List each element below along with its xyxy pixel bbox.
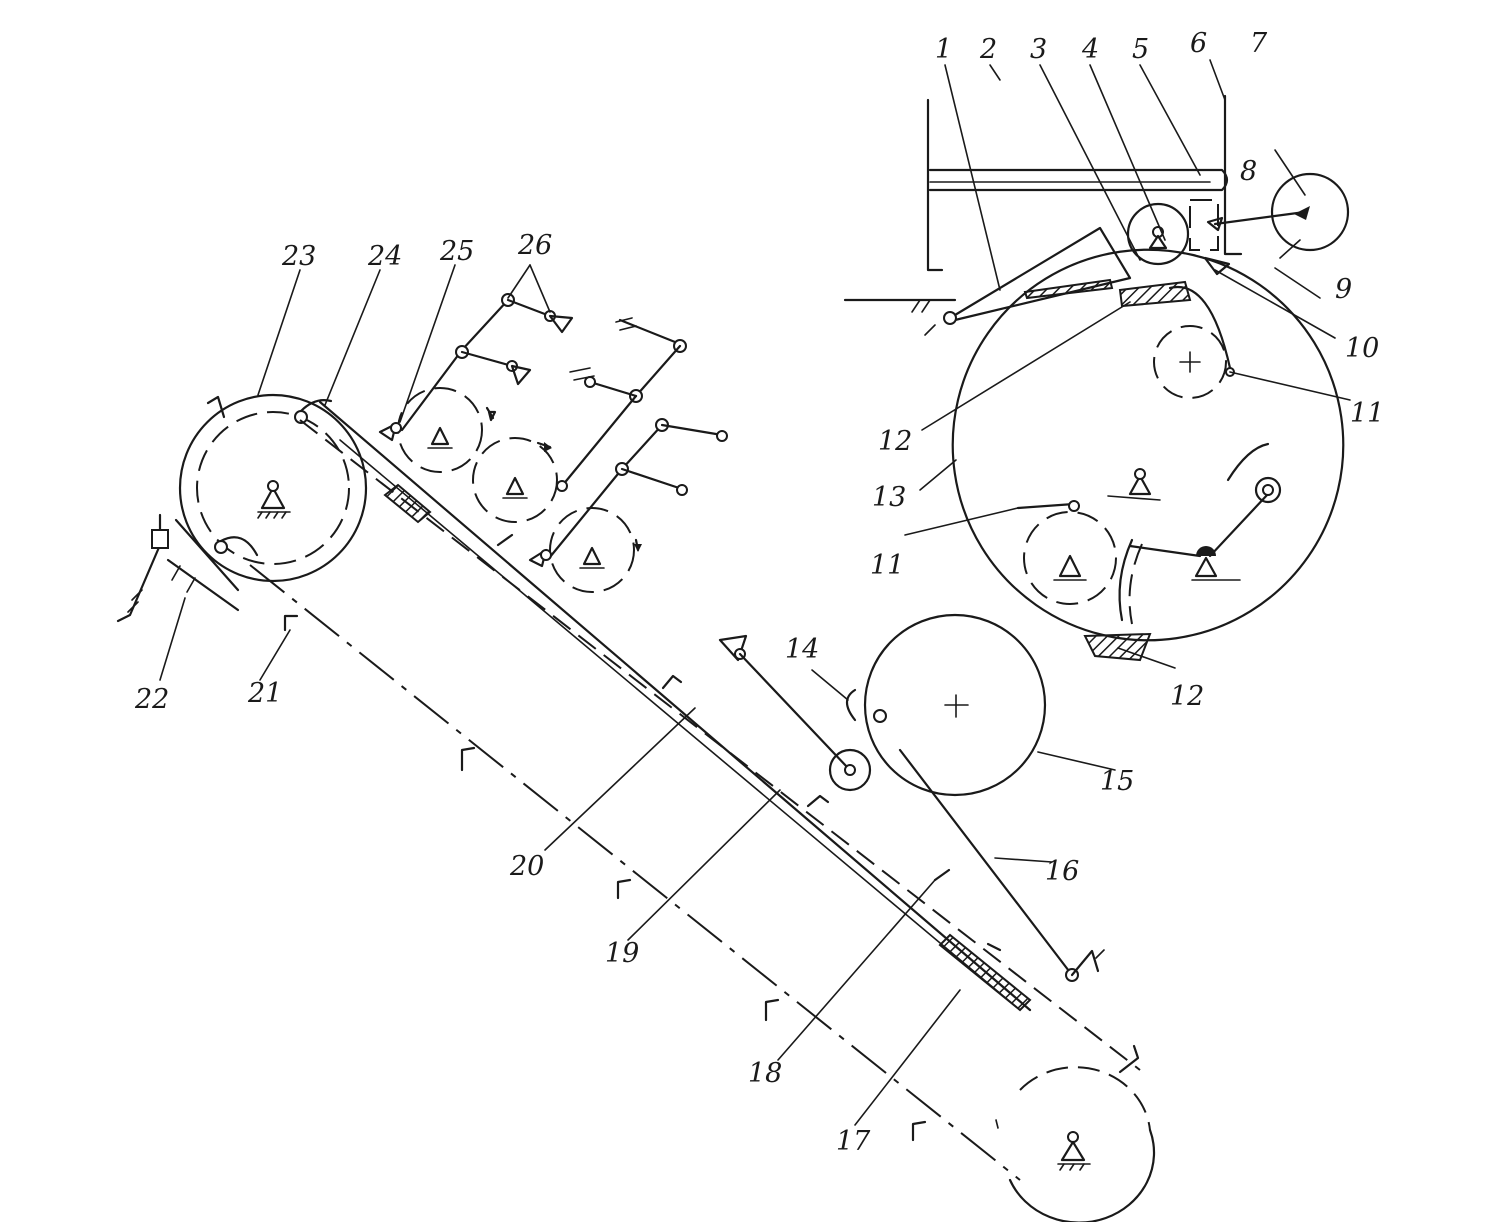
label-23: 23 bbox=[281, 241, 316, 272]
roller-pivot-icon bbox=[427, 426, 605, 569]
label-19: 19 bbox=[605, 938, 639, 969]
label-12-lower: 12 bbox=[1170, 681, 1204, 712]
label-24: 24 bbox=[367, 241, 402, 272]
label-17: 17 bbox=[836, 1126, 871, 1157]
label-13: 13 bbox=[872, 482, 906, 513]
part-22 bbox=[116, 513, 240, 623]
label-25: 25 bbox=[439, 236, 474, 267]
label-7: 7 bbox=[1250, 28, 1268, 59]
bottom-drum-pivot-icon bbox=[1057, 1131, 1091, 1171]
support-upper bbox=[383, 483, 432, 524]
support-lower bbox=[938, 933, 1032, 1012]
label-16: 16 bbox=[1045, 856, 1079, 887]
label-18: 18 bbox=[748, 1058, 782, 1089]
label-15: 15 bbox=[1100, 766, 1134, 797]
bottom-drum bbox=[995, 1066, 1156, 1222]
label-11-lower: 11 bbox=[870, 550, 904, 581]
conveyor bbox=[249, 400, 1141, 1181]
label-21: 21 bbox=[247, 678, 282, 709]
upper-assembly bbox=[843, 94, 1350, 662]
drum-15 bbox=[718, 613, 1105, 982]
drum-23 bbox=[178, 393, 368, 583]
inner-pivot-icon bbox=[1053, 554, 1087, 581]
label-2: 2 bbox=[979, 34, 997, 65]
leader-lines bbox=[159, 59, 1351, 1126]
label-11-upper: 11 bbox=[1350, 398, 1384, 429]
label-10: 10 bbox=[1345, 333, 1379, 364]
label-4: 4 bbox=[1081, 34, 1099, 65]
label-5: 5 bbox=[1132, 34, 1149, 65]
label-26: 26 bbox=[517, 230, 552, 261]
label-20: 20 bbox=[509, 851, 544, 882]
labels: 1 2 3 4 5 6 7 8 9 10 11 12 13 11 12 14 1… bbox=[134, 28, 1384, 1157]
label-3: 3 bbox=[1030, 34, 1047, 65]
drum-23-pivot-icon bbox=[257, 480, 291, 519]
label-1: 1 bbox=[935, 34, 952, 65]
label-8: 8 bbox=[1240, 156, 1257, 187]
label-6: 6 bbox=[1190, 28, 1207, 59]
label-14: 14 bbox=[785, 634, 819, 665]
label-22: 22 bbox=[134, 684, 169, 715]
label-9: 9 bbox=[1335, 274, 1352, 305]
roller-row bbox=[378, 293, 728, 593]
label-12-upper: 12 bbox=[878, 426, 912, 457]
